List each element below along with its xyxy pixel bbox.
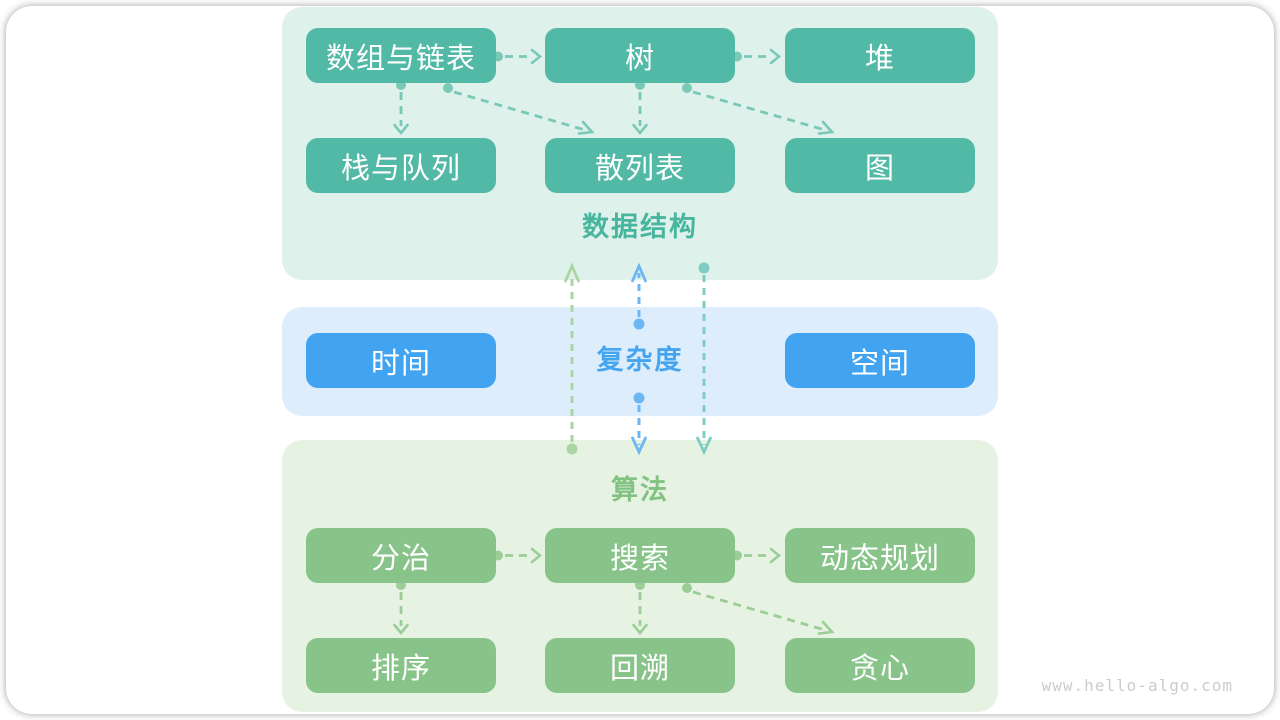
node-arrays-linkedlists[interactable]: 数组与链表 [306, 28, 496, 83]
node-space[interactable]: 空间 [785, 333, 975, 388]
node-divide-conquer[interactable]: 分治 [306, 528, 496, 583]
node-hash-table[interactable]: 散列表 [545, 138, 735, 193]
node-greedy[interactable]: 贪心 [785, 638, 975, 693]
node-dynamic-programming[interactable]: 动态规划 [785, 528, 975, 583]
node-tree[interactable]: 树 [545, 28, 735, 83]
label-complexity: 复杂度 [596, 345, 684, 376]
node-graph[interactable]: 图 [785, 138, 975, 193]
node-sorting[interactable]: 排序 [306, 638, 496, 693]
node-heap[interactable]: 堆 [785, 28, 975, 83]
label-algorithms: 算法 [611, 475, 669, 506]
site-watermark: www.hello-algo.com [1041, 676, 1233, 695]
node-stack-queue[interactable]: 栈与队列 [306, 138, 496, 193]
node-backtracking[interactable]: 回溯 [545, 638, 735, 693]
node-searching[interactable]: 搜索 [545, 528, 735, 583]
label-data-structures: 数据结构 [582, 212, 698, 243]
node-time[interactable]: 时间 [306, 333, 496, 388]
